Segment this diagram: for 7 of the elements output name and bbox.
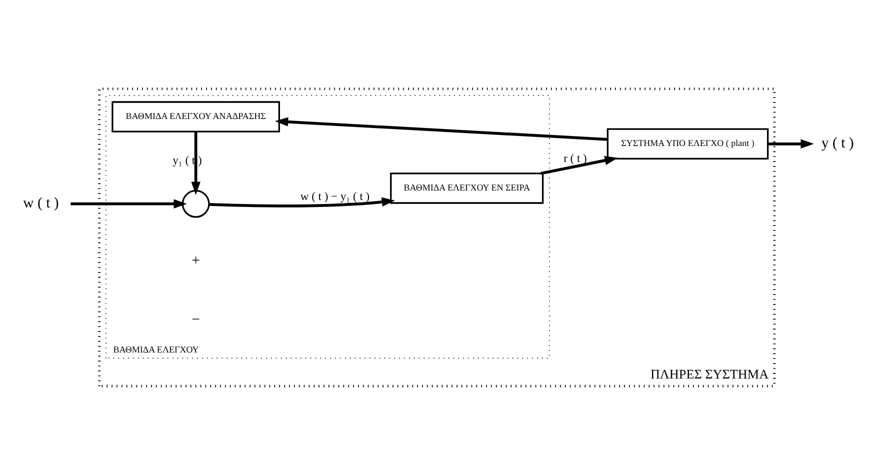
node-text: w ( t ) — [23, 195, 59, 212]
edge-label: w ( t ) − y₁ ( t ) — [300, 190, 370, 203]
label: + — [192, 252, 200, 269]
edge-label: r ( t ) — [564, 153, 587, 166]
node-text: y ( t ) — [821, 135, 854, 152]
edge-label: y₁ ( t ) — [172, 155, 202, 168]
label: − — [192, 312, 200, 328]
